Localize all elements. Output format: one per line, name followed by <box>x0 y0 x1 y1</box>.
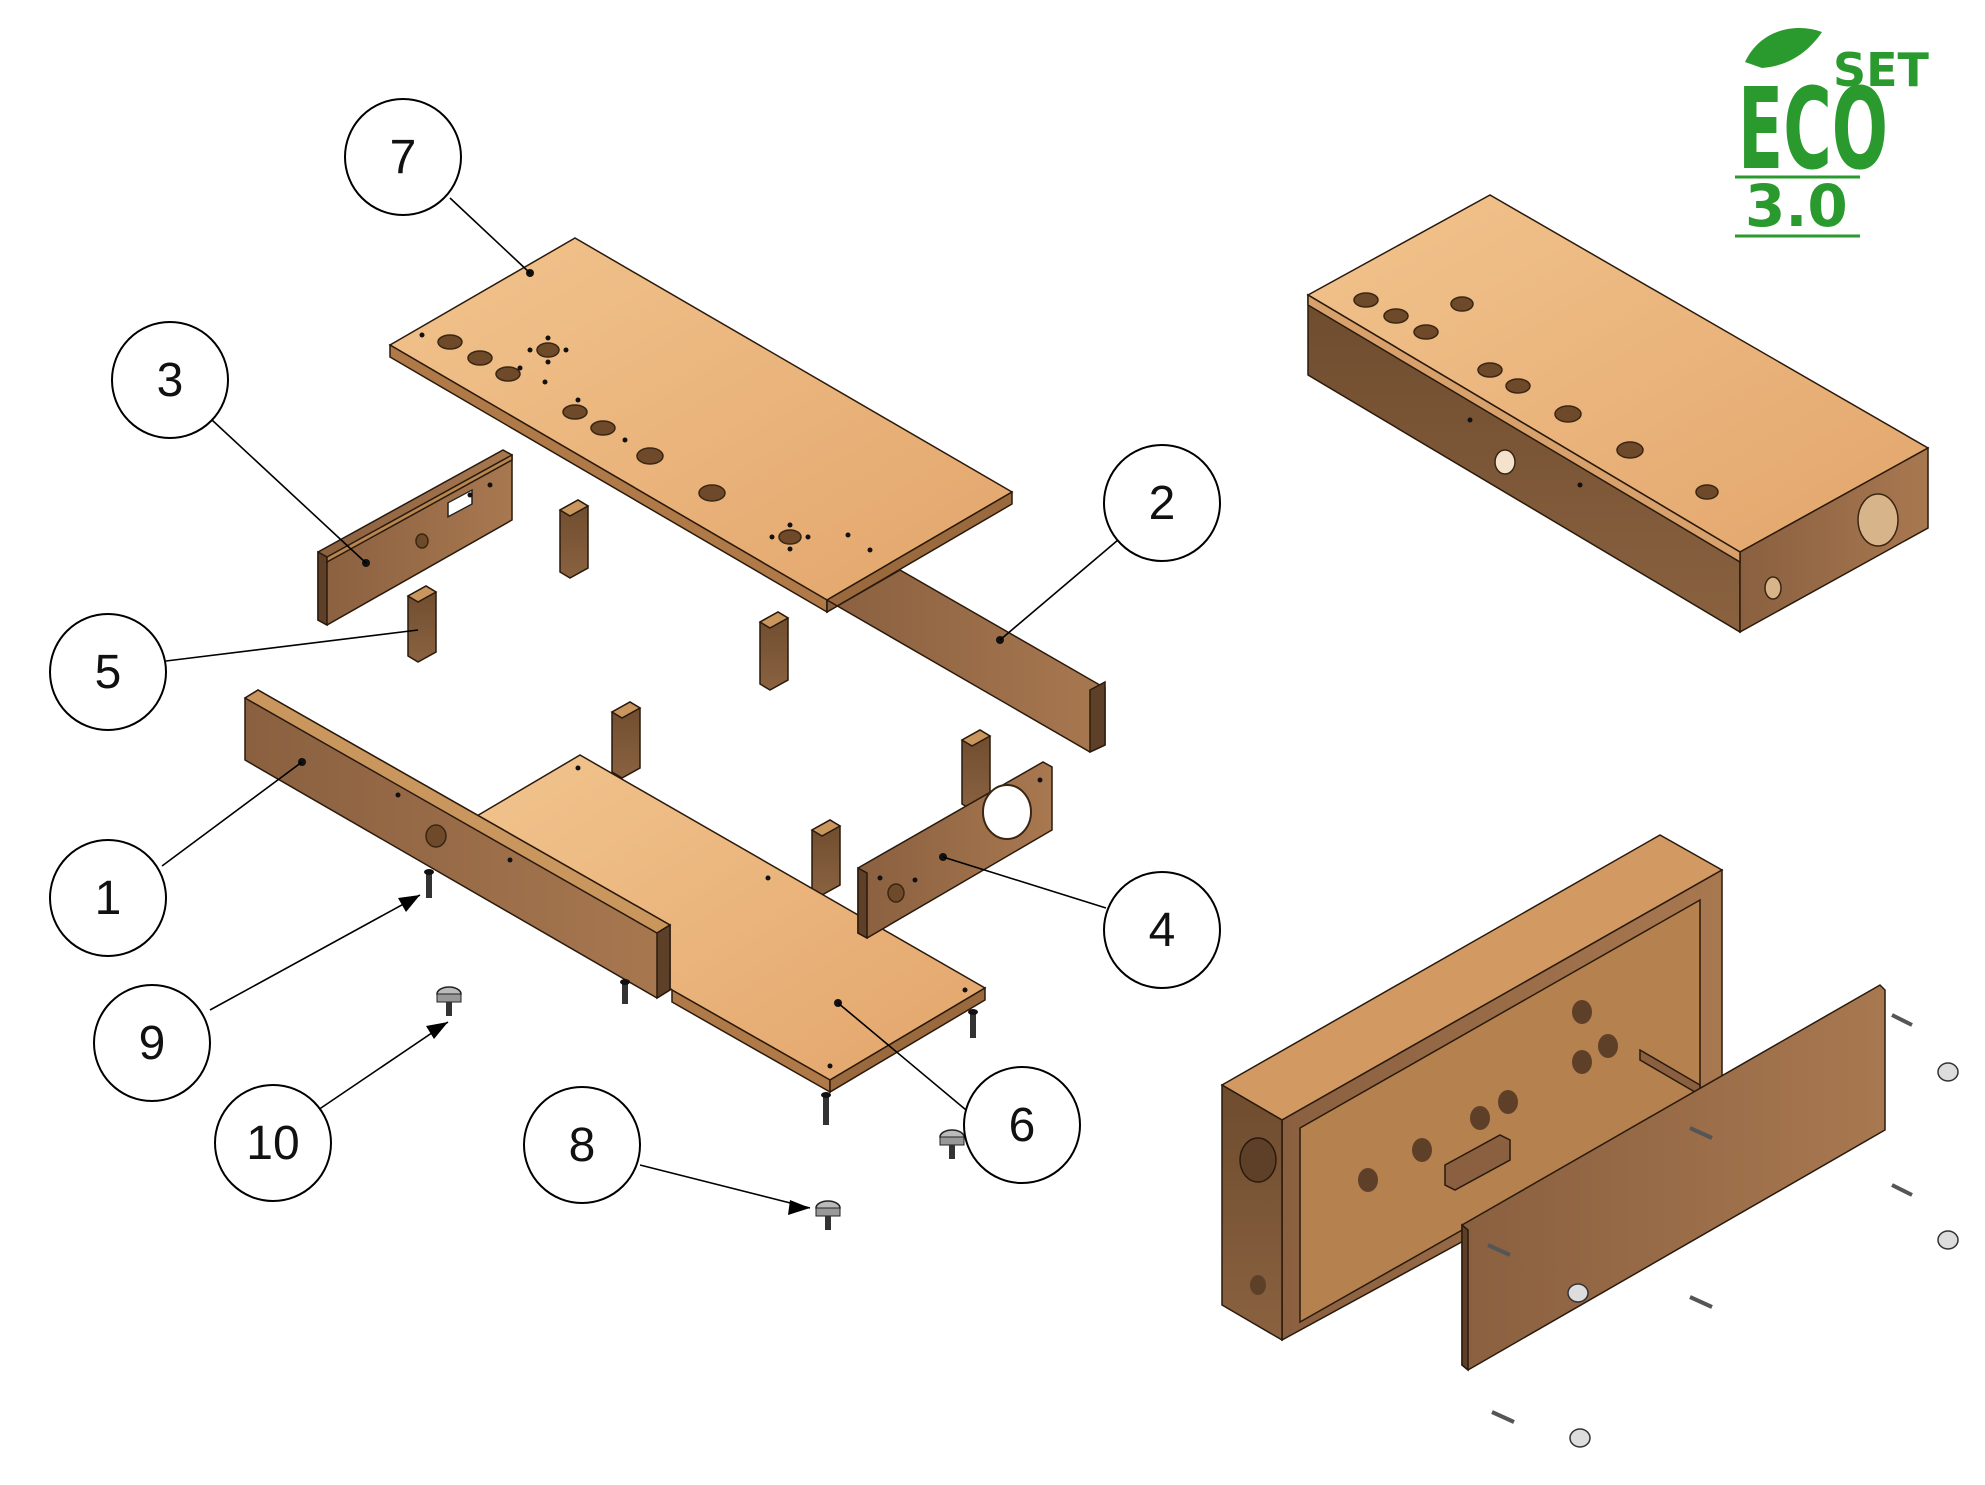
assembled-enclosure <box>1306 194 1930 634</box>
callout-8: 8 <box>523 1086 641 1204</box>
callout-4: 4 <box>1103 871 1221 989</box>
callout-5-label: 5 <box>95 646 122 699</box>
leaf-icon <box>1745 27 1822 68</box>
post-a <box>558 499 590 579</box>
post-f <box>810 819 842 896</box>
callout-2-label: 2 <box>1149 477 1176 530</box>
post-d <box>610 701 642 779</box>
part-8-foot <box>815 1200 841 1230</box>
part-5-posts <box>406 499 992 896</box>
nut-icon <box>1569 1428 1591 1448</box>
leader-lines <box>161 197 1119 1215</box>
callout-10-label: 10 <box>246 1117 299 1170</box>
post-c <box>758 611 790 691</box>
callout-10: 10 <box>214 1084 332 1202</box>
nut-icon <box>1937 1230 1959 1250</box>
bolt-icon <box>1891 1013 1913 1027</box>
part-1-side-panel <box>243 689 672 1000</box>
nut-icon <box>1937 1062 1959 1082</box>
part-9-screws <box>424 869 978 1125</box>
screw-icon <box>424 869 434 898</box>
part-10-foot <box>436 986 462 1016</box>
bolt-icon <box>1689 1295 1713 1309</box>
top-panel-holes <box>437 334 802 545</box>
callout-9: 9 <box>93 984 211 1102</box>
part-7-top-panel <box>388 237 1014 614</box>
part-2-side-panel <box>826 569 1106 754</box>
logo-set: SET <box>1833 43 1930 97</box>
callout-3-label: 3 <box>157 354 184 407</box>
screw-icon <box>821 1092 831 1125</box>
callout-4-label: 4 <box>1149 904 1176 957</box>
screw-icon <box>968 1009 978 1038</box>
part-4-end-panel <box>857 761 1053 940</box>
callout-6-label: 6 <box>1009 1099 1036 1152</box>
callout-9-label: 9 <box>139 1017 166 1070</box>
logo-version: 3.0 <box>1745 172 1848 240</box>
part-3-end-panel <box>317 449 513 627</box>
post-b <box>406 585 438 663</box>
callout-3: 3 <box>111 321 229 439</box>
callout-5: 5 <box>49 613 167 731</box>
ecoset-logo: ECO SET 3.0 <box>1735 27 1930 240</box>
screw-icon <box>620 979 630 1004</box>
open-enclosure-with-panel <box>1220 834 1959 1448</box>
bolt-icon <box>1891 1183 1913 1197</box>
part-8-foot-2 <box>939 1129 965 1159</box>
bolt-icon <box>1689 1126 1713 1140</box>
logo-letters: ECO <box>1738 65 1888 195</box>
callout-7-label: 7 <box>390 131 417 184</box>
callout-1: 1 <box>49 839 167 957</box>
callout-8-label: 8 <box>569 1119 596 1172</box>
callout-7: 7 <box>344 98 462 216</box>
callout-6: 6 <box>963 1066 1081 1184</box>
bolt-icon <box>1487 1243 1511 1257</box>
part-6-bottom-panel <box>468 754 987 1094</box>
callout-1-label: 1 <box>95 872 122 925</box>
bolt-icon <box>1491 1410 1515 1424</box>
callout-2: 2 <box>1103 444 1221 562</box>
